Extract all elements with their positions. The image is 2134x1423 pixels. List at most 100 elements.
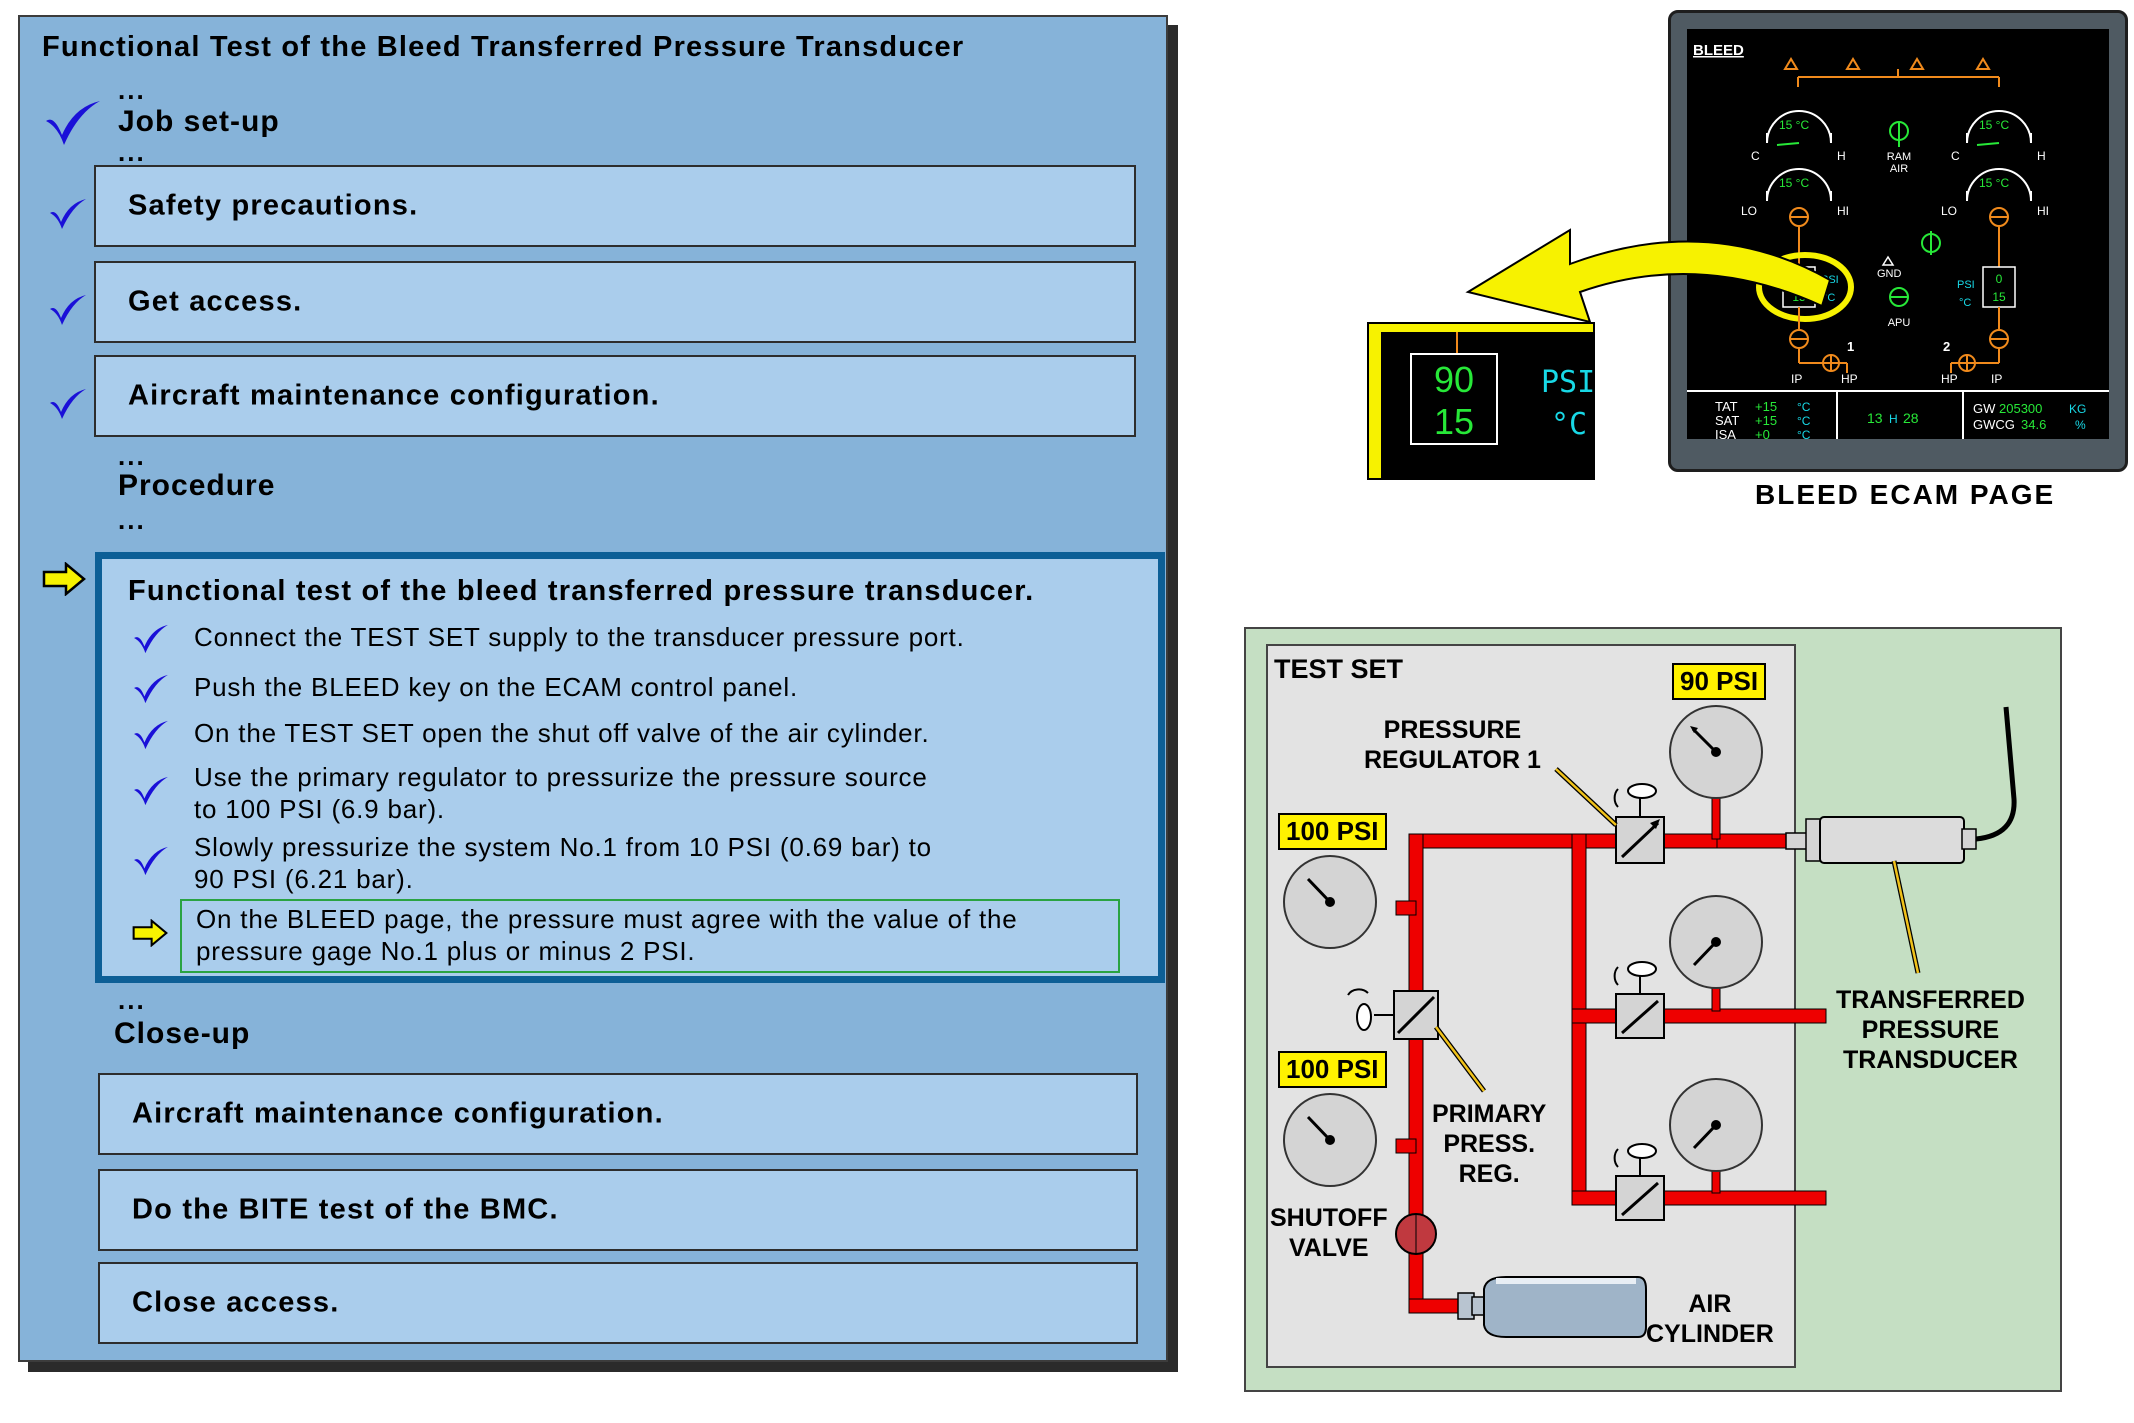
- zoom-arrow-icon: [1465, 228, 1832, 324]
- deg-unit: °C: [1797, 428, 1811, 439]
- hi-label: HI: [2037, 204, 2049, 218]
- gw-label: GW: [1973, 401, 1996, 416]
- ellipsis: ...: [118, 75, 146, 105]
- eng2-precooler-gauge: 15 °C C H: [1951, 110, 2046, 163]
- task-card-panel: Functional Test of the Bleed Transferred…: [18, 15, 1168, 1362]
- pressure-box-zoom: 90 15 PSI °C: [1367, 322, 1595, 480]
- deg-unit: °C: [1959, 297, 1971, 309]
- sat-label: SAT: [1715, 413, 1739, 428]
- pressure-lines: [1395, 778, 1827, 1314]
- isa-value: +0: [1755, 427, 1770, 439]
- label-line: REGULATOR 1: [1364, 746, 1541, 774]
- label-line: AIR: [1688, 1290, 1732, 1318]
- task-step: On the BLEED page, the pressure must agr…: [196, 904, 1018, 934]
- check-icon: [132, 775, 170, 807]
- transducer-label: TRANSFERRED PRESSURE TRANSDUCER: [1836, 985, 2025, 1075]
- eng2-temp-value: 15: [1992, 290, 2006, 304]
- close-step-bite: Do the BITE test of the BMC.: [98, 1169, 1138, 1251]
- eng1-ip-hp-valves: [1789, 307, 1848, 373]
- ip-label: IP: [1791, 372, 1802, 386]
- task-step: Connect the TEST SET supply to the trans…: [194, 622, 965, 652]
- deg-unit: °C: [1797, 414, 1811, 428]
- check-icon: [132, 673, 170, 705]
- pressure-regulator-label: PRESSURE REGULATOR 1: [1364, 715, 1541, 775]
- current-task-title: Functional test of the bleed transferred…: [128, 575, 1035, 607]
- eng2-pack-gauge: 15 °C LO HI: [1941, 168, 2049, 267]
- task-step: On the TEST SET open the shut off valve …: [194, 718, 930, 748]
- transducer-icon: [1785, 706, 2017, 864]
- hi-label: HI: [1837, 204, 1849, 218]
- ecam-caption: BLEED ECAM PAGE: [1755, 479, 2056, 510]
- c-label: C: [1951, 149, 1960, 163]
- current-task-box: Functional test of the bleed transferred…: [95, 552, 1165, 983]
- psi-unit: PSI: [1957, 279, 1975, 291]
- task-step-cont: pressure gage No.1 plus or minus 2 PSI.: [196, 936, 696, 966]
- setup-step-label: Get access.: [128, 285, 303, 318]
- shutoff-valve-label: SHUTOFF VALVE: [1270, 1203, 1388, 1263]
- gauge-100psi-lower: [1283, 1093, 1377, 1187]
- ecam-display: BLEED 15 °C C H: [1668, 10, 2128, 472]
- label-line: PRIMARY: [1432, 1100, 1547, 1128]
- ip-label: IP: [1991, 372, 2002, 386]
- check-icon: [132, 845, 170, 877]
- setup-step-label: Aircraft maintenance configuration.: [128, 379, 660, 412]
- setup-step-safety: Safety precautions.: [94, 165, 1136, 247]
- temp-readout: 15 °C: [1779, 176, 1809, 190]
- badge-100-psi-upper: 100 PSI: [1278, 813, 1387, 850]
- leader-lines: [1434, 767, 1921, 1093]
- zoom-psi-label: PSI: [1541, 365, 1595, 400]
- check-icon: [132, 719, 170, 751]
- h-label: H: [1837, 149, 1846, 163]
- label-line: CYLINDER: [1646, 1320, 1774, 1348]
- ecam-screen: BLEED 15 °C C H: [1687, 29, 2109, 439]
- sat-value: +15: [1755, 413, 1777, 428]
- eng1-precooler-gauge: 15 °C C H: [1751, 110, 1846, 163]
- eng2-psi-value: 0: [1996, 272, 2003, 286]
- setup-step-access: Get access.: [94, 261, 1136, 343]
- gw-value: 205300: [1999, 401, 2042, 416]
- setup-step-config: Aircraft maintenance configuration.: [94, 355, 1136, 437]
- check-icon: [48, 197, 88, 231]
- air-cylinder-label: AIR CYLINDER: [1646, 1289, 1774, 1349]
- close-up-heading: Close-up: [114, 1017, 251, 1050]
- ram-label: RAM: [1887, 151, 1911, 163]
- temp-readout: 15 °C: [1779, 118, 1809, 132]
- ecam-page-title: BLEED: [1693, 42, 1744, 59]
- label-line: PRESS.: [1443, 1130, 1536, 1158]
- zoom-psi-value: 90: [1434, 359, 1474, 400]
- label-line: PRESSURE: [1861, 1016, 2000, 1044]
- ellipsis: ...: [118, 441, 146, 471]
- primary-regulator: [1347, 988, 1439, 1040]
- air-cylinder-icon: [1457, 1276, 1647, 1338]
- hp-label: HP: [1941, 372, 1958, 386]
- time-h-label: H: [1889, 412, 1898, 426]
- procedure-heading: Procedure: [118, 469, 276, 502]
- gnd-label: GND: [1877, 268, 1902, 280]
- ellipsis: ...: [118, 137, 146, 167]
- engine-2-label: 2: [1943, 339, 1950, 354]
- xbleed-valve-icon: [1921, 231, 1941, 255]
- temp-readout: 15 °C: [1979, 118, 2009, 132]
- primary-press-reg-label: PRIMARY PRESS. REG.: [1432, 1099, 1546, 1189]
- close-step-label: Do the BITE test of the BMC.: [132, 1193, 559, 1226]
- engine-1-label: 1: [1847, 339, 1854, 354]
- zoom-deg-label: °C: [1551, 407, 1587, 442]
- label-line: VALVE: [1288, 1234, 1369, 1262]
- h-label: H: [2037, 149, 2046, 163]
- label-line: TRANSDUCER: [1842, 1046, 2018, 1074]
- ellipsis: ...: [118, 985, 146, 1015]
- job-setup-heading: Job set-up: [118, 105, 280, 138]
- gauge-system-2: [1669, 895, 1763, 989]
- task-step: Push the BLEED key on the ECAM control p…: [194, 672, 798, 702]
- gw-unit: KG: [2069, 402, 2086, 416]
- gnd-triangle-icon: [1881, 255, 1895, 266]
- gwcg-unit: %: [2075, 418, 2086, 432]
- ellipsis: ...: [118, 505, 146, 535]
- label-line: SHUTOFF: [1270, 1204, 1388, 1232]
- label-line: TRANSFERRED: [1836, 986, 2025, 1014]
- lo-label: LO: [1741, 204, 1757, 218]
- gauge-90psi: [1669, 705, 1763, 799]
- time-hours: 13: [1867, 410, 1883, 426]
- label-line: PRESSURE: [1383, 716, 1522, 744]
- hp-label: HP: [1841, 372, 1858, 386]
